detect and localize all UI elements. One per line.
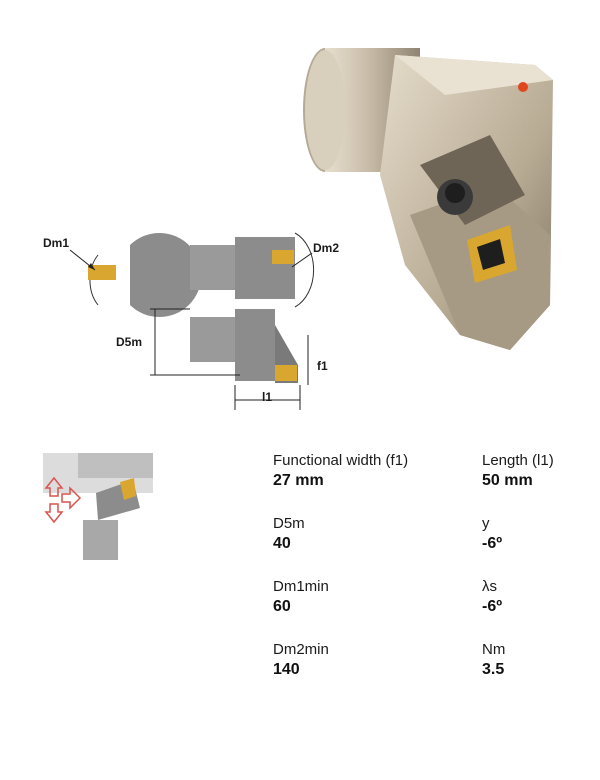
torque-label: Nm <box>482 641 506 658</box>
length-label: Length (l1) <box>482 452 554 469</box>
gamma-label: y <box>482 515 490 532</box>
dm1-label: Dm1 <box>43 236 70 250</box>
l1-label: l1 <box>262 390 273 404</box>
lambda-label: λs <box>482 578 497 595</box>
tool-holder-photo <box>303 48 553 350</box>
dm1min-label: Dm1min <box>273 578 329 595</box>
gamma-value: -6º <box>482 535 503 552</box>
torque-value: 3.5 <box>482 661 505 678</box>
dm2-label: Dm2 <box>313 241 340 255</box>
d5m-label: D5m <box>116 335 143 349</box>
application-diagram <box>43 453 153 560</box>
dm1min-value: 60 <box>273 598 291 615</box>
functional-width-label: Functional width (f1) <box>273 452 409 469</box>
lambda-value: -6º <box>482 598 503 615</box>
d5m-spec-label: D5m <box>273 515 305 532</box>
dm2min-value: 140 <box>273 661 300 678</box>
d5m-spec-value: 40 <box>273 535 291 552</box>
f1-label: f1 <box>317 359 328 373</box>
dm2min-label: Dm2min <box>273 641 329 658</box>
technical-drawing <box>69 232 315 410</box>
length-value: 50 mm <box>482 472 533 489</box>
functional-width-value: 27 mm <box>273 472 324 489</box>
